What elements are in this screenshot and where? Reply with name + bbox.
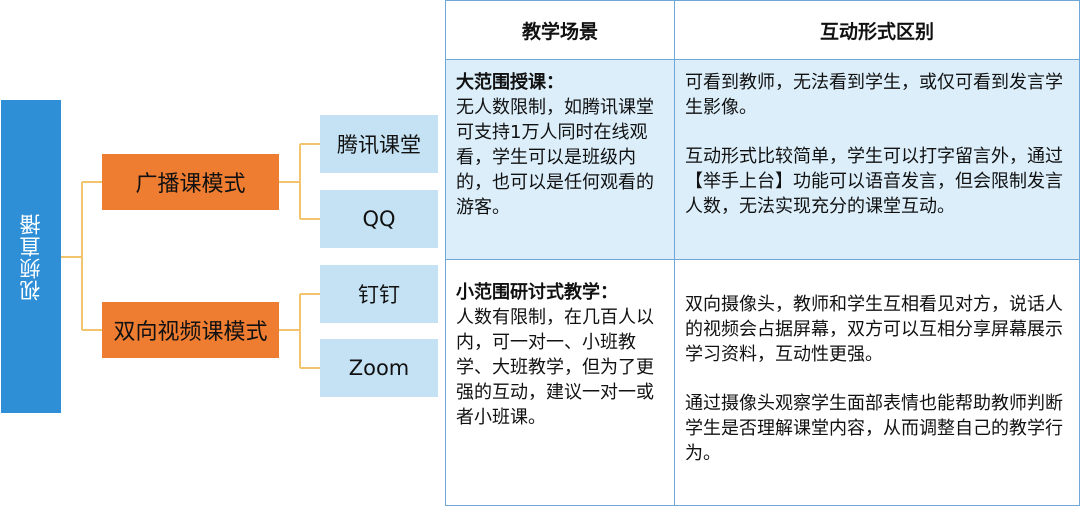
tree-connectors (61, 143, 320, 369)
table-header-row: 教学场景 互动形式区别 (445, 0, 1080, 60)
interaction-paragraph: 双向摄像头，教师和学生互相看见对方，说话人的视频会占据屏幕，双方可以互相分享屏幕… (685, 294, 1063, 365)
scene-title: 大范围授课： (456, 72, 564, 93)
root-node-live-video: 视频直播 (1, 100, 61, 413)
platform-label: 钉钉 (358, 283, 400, 307)
mode-broadcast: 广播课模式 (102, 154, 279, 210)
platform-label: QQ (362, 207, 396, 231)
root-connector (61, 181, 102, 331)
mode-two-way-video: 双向视频课模式 (102, 302, 279, 358)
platform-dingtalk: 钉钉 (320, 265, 438, 323)
mode1-connector (279, 143, 320, 220)
platform-label: Zoom (348, 356, 410, 380)
scene-text: 人数有限制，在几百人以内，可一对一、小班教学、大班教学，但为了更强的互动，建议一… (456, 307, 654, 428)
header-teaching-scene: 教学场景 (445, 0, 675, 60)
interaction-paragraph: 互动形式比较简单，学生可以打字留言外，通过【举手上台】功能可以语音发言，但会限制… (685, 146, 1063, 217)
platform-zoom: Zoom (320, 339, 438, 397)
scene-text: 无人数限制，如腾讯课堂可支持1万人同时在线观看，学生可以是班级内的，也可以是任何… (456, 97, 654, 218)
mode-label: 双向视频课模式 (113, 320, 268, 345)
platform-tencent-classroom: 腾讯课堂 (320, 115, 438, 173)
interaction-paragraph: 通过摄像头观察学生面部表情也能帮助教师判断学生是否理解课堂内容，从而调整自己的教… (685, 393, 1063, 464)
interaction-paragraph: 可看到教师，无法看到学生，或仅可看到发言学生影像。 (685, 72, 1063, 118)
table-row: 小范围研讨式教学： 人数有限制，在几百人以内，可一对一、小班教学、大班教学，但为… (445, 259, 1080, 506)
root-label: 视频直播 (19, 212, 43, 301)
table-row: 大范围授课： 无人数限制，如腾讯课堂可支持1万人同时在线观看，学生可以是班级内的… (445, 59, 1080, 260)
scene-cell: 大范围授课： 无人数限制，如腾讯课堂可支持1万人同时在线观看，学生可以是班级内的… (445, 59, 675, 260)
platform-qq: QQ (320, 190, 438, 248)
scene-cell: 小范围研讨式教学： 人数有限制，在几百人以内，可一对一、小班教学、大班教学，但为… (445, 259, 675, 506)
scene-title: 小范围研讨式教学： (456, 282, 618, 303)
interaction-cell: 双向摄像头，教师和学生互相看见对方，说话人的视频会占据屏幕，双方可以互相分享屏幕… (674, 259, 1080, 506)
comparison-table: 教学场景 互动形式区别 大范围授课： 无人数限制，如腾讯课堂可支持1万人同时在线… (445, 0, 1080, 506)
platform-label: 腾讯课堂 (337, 133, 421, 157)
interaction-cell: 可看到教师，无法看到学生，或仅可看到发言学生影像。 互动形式比较简单，学生可以打… (674, 59, 1080, 260)
mode-label: 广播课模式 (135, 172, 246, 197)
mode2-connector (279, 293, 320, 369)
header-interaction-difference: 互动形式区别 (674, 0, 1080, 60)
